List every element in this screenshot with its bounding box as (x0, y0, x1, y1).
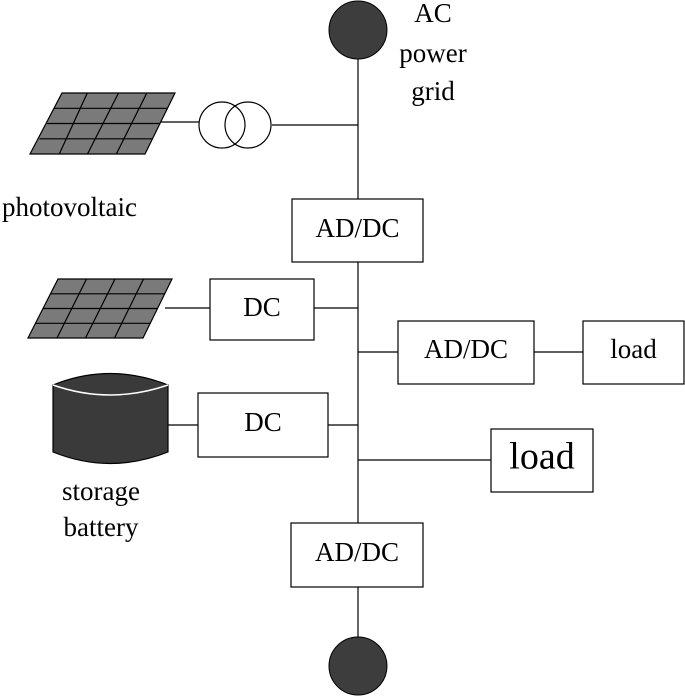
bottom-node-icon (328, 636, 388, 696)
storage-battery-icon (52, 372, 169, 465)
grid-label-line-2: power (399, 38, 466, 68)
right-load-label: load (610, 334, 657, 364)
transformer-icon (198, 101, 272, 149)
photovoltaic-label: photovoltaic (2, 192, 137, 222)
battery-dc-converter-label: DC (244, 407, 282, 437)
battery-label-line-1: storage (62, 476, 140, 506)
solar-panel-icon (29, 92, 176, 155)
grid-label-line-3: grid (411, 76, 455, 106)
pv-dc-converter-label: DC (243, 292, 281, 322)
bottom-adc-converter-label: AD/DC (315, 537, 399, 567)
top-adc-converter-label: AD/DC (315, 213, 399, 243)
large-load-label: load (509, 436, 574, 478)
pv-dc-converter-box: DC (209, 278, 315, 341)
solar-panel-icon-2 (27, 278, 173, 339)
right-adc-converter-label: AD/DC (424, 334, 508, 364)
top-adc-converter-box: AD/DC (291, 198, 424, 263)
battery-dc-converter-box: DC (197, 392, 329, 458)
ac-grid-node-icon (328, 0, 388, 60)
large-load-box: load (490, 428, 594, 493)
grid-label-line-1: AC (414, 0, 452, 28)
right-load-box: load (582, 320, 685, 385)
right-adc-converter-box: AD/DC (397, 320, 535, 385)
bottom-adc-converter-box: AD/DC (290, 522, 424, 588)
battery-label-line-2: battery (64, 512, 139, 542)
